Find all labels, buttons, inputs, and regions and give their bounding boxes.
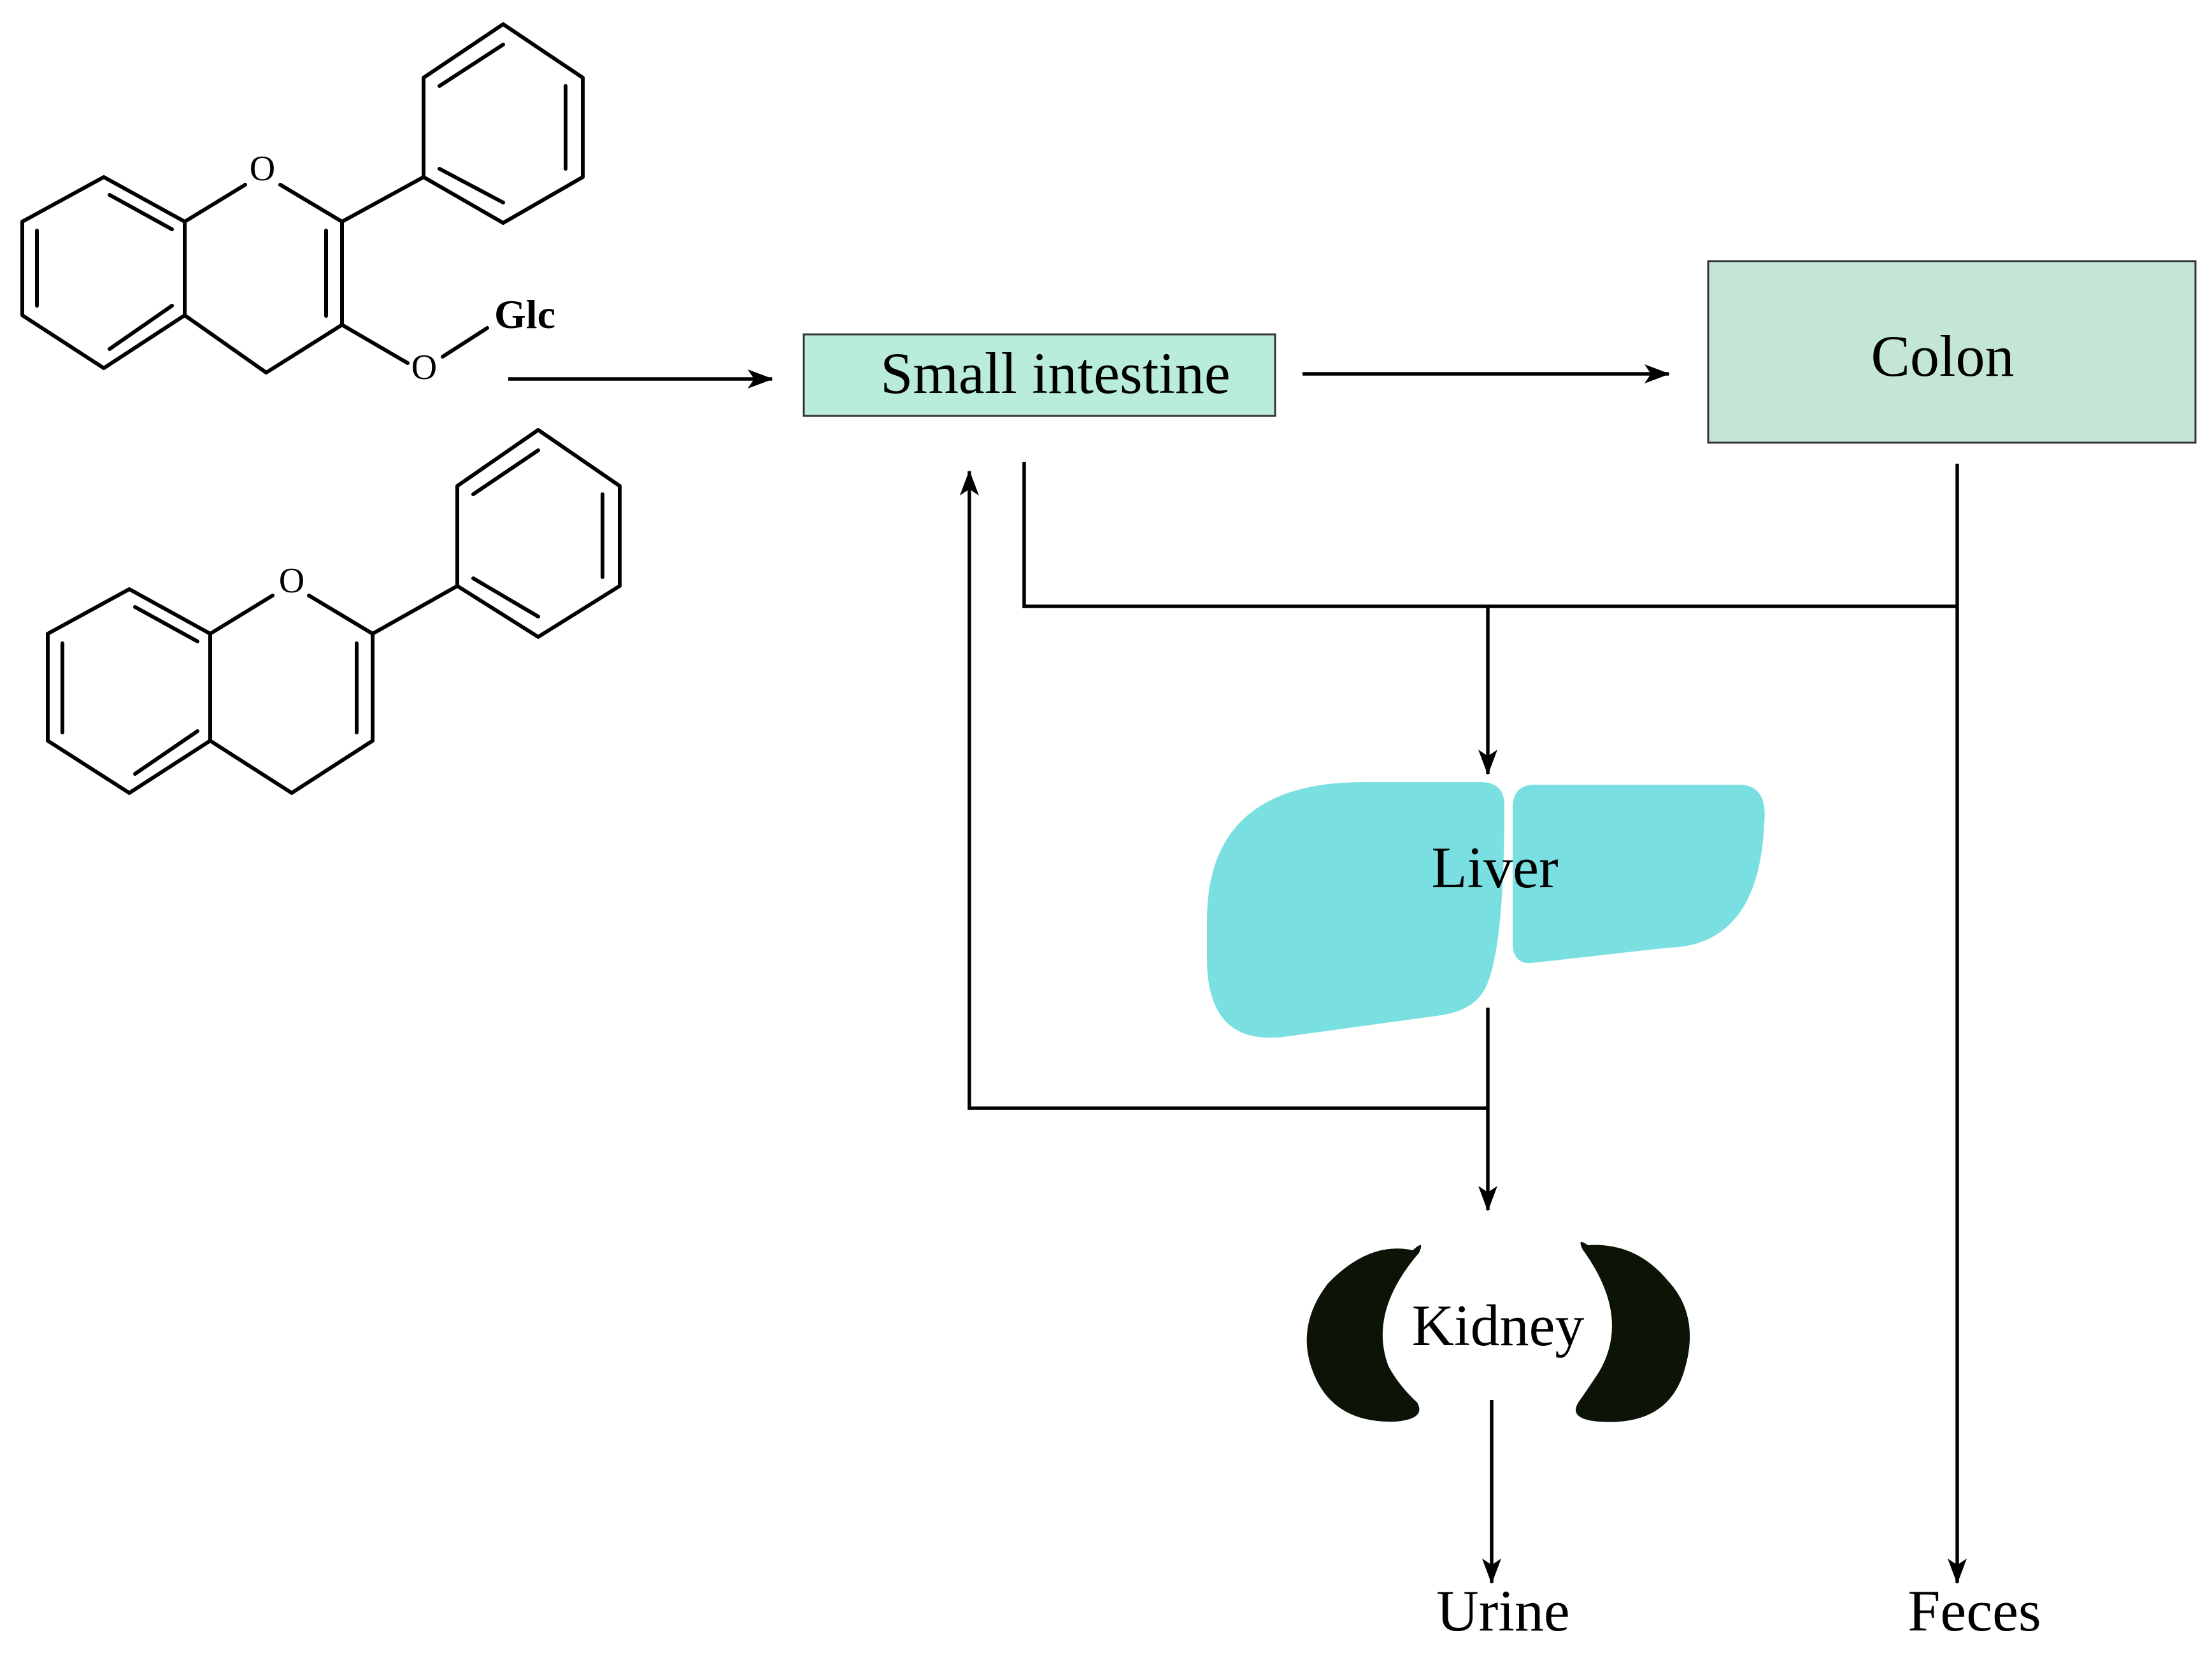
phenyl-ring-b — [371, 428, 622, 639]
small-intestine-box — [803, 333, 1276, 417]
benzene-ring-a — [46, 587, 212, 795]
absorption-connector — [1022, 462, 1957, 608]
colon-node: Colon — [1707, 260, 2197, 444]
kidney-node: Kidney — [1306, 1241, 1690, 1422]
enterohepatic-return-arrow — [960, 470, 1488, 1110]
feces-label: Feces — [1908, 1578, 2041, 1643]
glycoside-linkage — [340, 323, 489, 365]
pyran-ring-c — [183, 183, 344, 375]
small-intestine-label: Small intestine — [880, 341, 1230, 406]
flow-connectors — [508, 364, 1967, 1584]
colon-box — [1707, 260, 2197, 444]
right-kidney-icon — [1576, 1241, 1690, 1422]
glucose-label: Glc — [494, 292, 555, 337]
kidney-label: Kidney — [1412, 1293, 1585, 1358]
aglycone-molecule: O — [46, 428, 622, 795]
ring-oxygen-label: O — [279, 561, 304, 601]
glycosidic-oxygen-label: O — [411, 348, 437, 387]
glycoside-molecule: O O Glc — [20, 22, 585, 387]
ring-oxygen-label: O — [250, 149, 275, 189]
liver-node: Liver — [1207, 782, 1765, 1038]
small-intestine-node: Small intestine — [803, 333, 1276, 417]
urine-label: Urine — [1436, 1578, 1569, 1643]
pyran-ring-c — [208, 594, 375, 795]
benzene-ring-a — [20, 175, 187, 370]
left-kidney-icon — [1306, 1245, 1422, 1422]
colon-label: Colon — [1871, 324, 2015, 389]
liver-shape — [1207, 782, 1765, 1038]
phenyl-ring-b — [340, 22, 585, 225]
liver-label: Liver — [1431, 835, 1558, 900]
